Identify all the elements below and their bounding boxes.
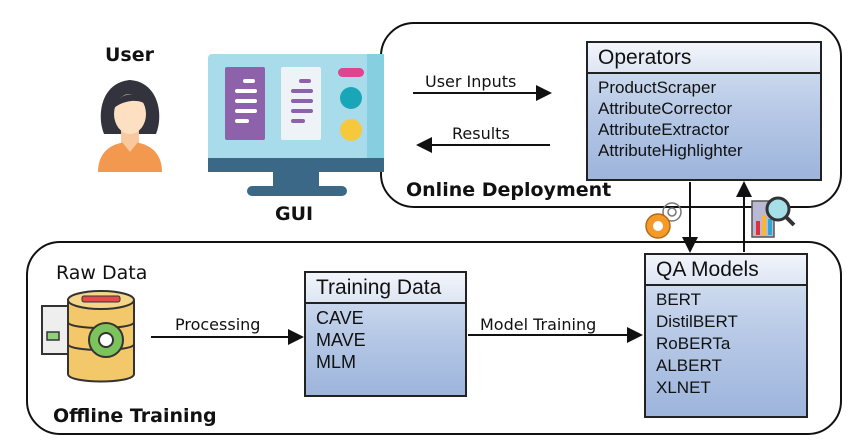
training-data-title: Training Data xyxy=(306,273,465,304)
database-gear-icon xyxy=(41,290,135,383)
model-training-label: Model Training xyxy=(480,315,597,334)
user-avatar-icon xyxy=(98,80,162,172)
qa-model-item: DistilBERT xyxy=(656,312,738,331)
operator-item: ProductScraper xyxy=(598,78,717,97)
monitor-icon xyxy=(208,54,384,196)
user-label: User xyxy=(105,44,154,66)
qa-models-box: QA Models BERT DistilBERT RoBERTa ALBERT… xyxy=(644,253,808,418)
analytics-magnifier-icon xyxy=(751,196,796,238)
qa-model-item: BERT xyxy=(656,290,702,309)
operator-item: AttributeCorrector xyxy=(598,99,733,118)
training-data-item: MLM xyxy=(316,352,356,372)
user-inputs-label: User Inputs xyxy=(425,72,517,91)
operators-box: Operators ProductScraper AttributeCorrec… xyxy=(586,41,822,181)
gui-label: GUI xyxy=(275,203,314,225)
processing-label: Processing xyxy=(175,315,261,334)
qa-model-item: XLNET xyxy=(656,378,711,397)
operator-item: AttributeExtractor xyxy=(598,120,730,139)
gear-icon xyxy=(645,202,682,239)
raw-data-label: Raw Data xyxy=(56,262,148,284)
operators-title: Operators xyxy=(588,43,820,74)
offline-training-region xyxy=(26,241,842,435)
results-label: Results xyxy=(452,124,510,143)
operator-item: AttributeHighlighter xyxy=(598,141,743,160)
qa-model-item: ALBERT xyxy=(656,356,722,375)
qa-model-item: RoBERTa xyxy=(656,334,731,353)
online-deployment-label: Online Deployment xyxy=(406,179,612,201)
training-data-item: CAVE xyxy=(316,308,364,328)
qa-models-title: QA Models xyxy=(646,255,806,286)
training-data-box: Training Data CAVE MAVE MLM xyxy=(304,271,467,397)
offline-training-label: Offline Training xyxy=(53,405,217,427)
training-data-item: MAVE xyxy=(316,330,366,350)
